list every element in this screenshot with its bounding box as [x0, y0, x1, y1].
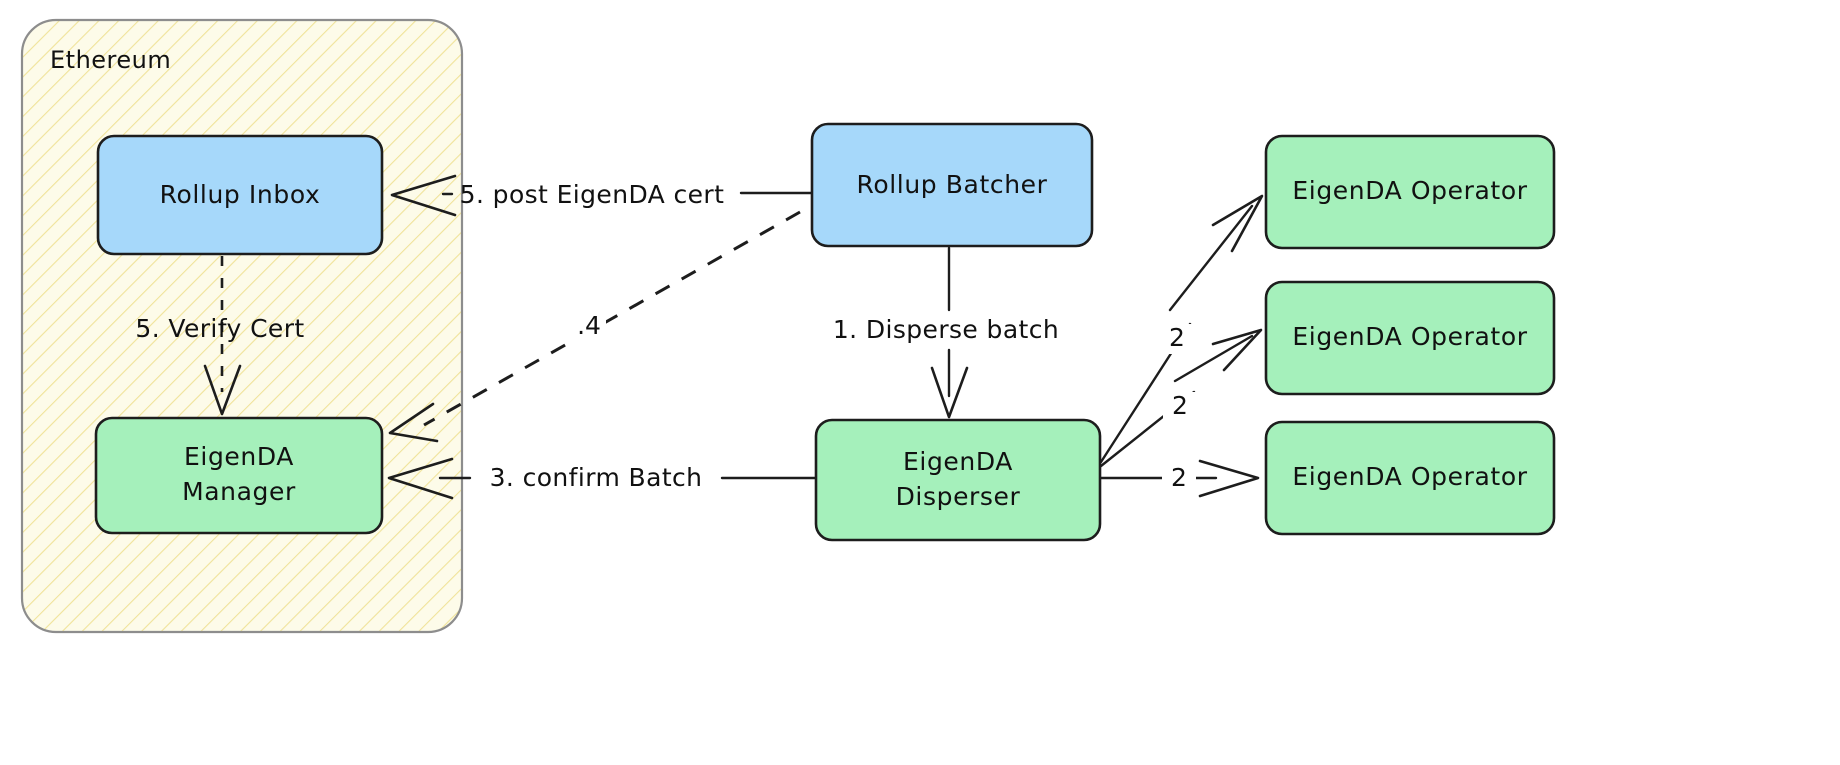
edge-step-4-line — [423, 210, 801, 427]
edge-store-operator-2: 2 — [1099, 328, 1263, 468]
edge-step-4-label: .4 — [577, 311, 601, 340]
node-eigenda-operator-3-shape[interactable] — [1264, 420, 1556, 536]
edge-disperse-batch-label: 1. Disperse batch — [833, 315, 1059, 344]
edge-confirm-batch-label-bg — [476, 463, 718, 493]
edge-store-operator-1-label-bg — [1160, 324, 1194, 354]
node-eigenda-operator-2-shape[interactable] — [1264, 280, 1556, 396]
node-eigenda-operator-1-label: EigenDA Operator — [1292, 176, 1527, 205]
node-eigenda-disperser-label-line2: Disperser — [896, 482, 1021, 511]
edge-store-operator-2-label-bg — [1163, 392, 1197, 422]
edge-disperse-batch-label-bg — [820, 315, 1078, 345]
node-eigenda-operator-1-shape[interactable] — [1264, 134, 1556, 250]
edge-post-eigenda-cert-label-bg — [480, 180, 706, 210]
edge-store-operator-3: 2 — [1099, 459, 1260, 498]
node-eigenda-operator-3-label: EigenDA Operator — [1292, 462, 1527, 491]
node-eigenda-manager-label-line2: Manager — [182, 477, 296, 506]
node-rollup-batcher-shape[interactable] — [810, 122, 1094, 248]
node-eigenda-operator-2-label: EigenDA Operator — [1292, 322, 1527, 351]
edge-store-operator-3-label-bg — [1162, 463, 1196, 493]
node-rollup-batcher[interactable]: Rollup Batcher — [810, 122, 1094, 248]
edge-disperse-batch-arrowhead — [930, 366, 969, 419]
edge-store-operator-1-line2 — [1168, 204, 1254, 312]
node-rollup-inbox-label: Rollup Inbox — [160, 180, 321, 209]
edge-store-operator-2-label: 2 — [1172, 391, 1188, 420]
node-eigenda-operator-1[interactable]: EigenDA Operator — [1264, 134, 1556, 250]
node-rollup-batcher-label: Rollup Batcher — [856, 170, 1047, 199]
node-eigenda-disperser-label-line1: EigenDA — [903, 447, 1013, 476]
edge-store-operator-2-line2 — [1173, 334, 1254, 383]
edge-store-operator-3-arrowhead — [1198, 459, 1260, 498]
edge-step-4-arrowhead — [388, 402, 439, 443]
node-eigenda-manager-shape[interactable] — [94, 416, 384, 535]
cluster-ethereum-label: Ethereum — [50, 46, 171, 74]
edge-confirm-batch: 3. confirm Batch — [387, 457, 818, 500]
edge-confirm-batch-arrowhead — [387, 457, 454, 500]
edge-verify-cert: 5. Verify Cert — [135, 256, 304, 416]
edge-store-operator-3-label: 2 — [1171, 463, 1187, 492]
node-eigenda-manager-label-line1: EigenDA — [184, 442, 294, 471]
node-eigenda-manager[interactable]: EigenDA Manager — [94, 416, 384, 535]
edge-post-eigenda-cert-arrowhead — [390, 174, 457, 217]
edge-post-eigenda-cert-label: 5. post EigenDA cert — [460, 180, 725, 209]
edge-store-operator-1-arrowhead — [1211, 194, 1264, 253]
edge-verify-cert-arrowhead — [203, 364, 242, 416]
edge-store-operator-1: 2 — [1099, 194, 1264, 464]
edge-store-operator-2-arrowhead — [1211, 328, 1263, 372]
edge-disperse-batch: 1. Disperse batch — [820, 246, 1078, 419]
edge-step-4: .4 — [388, 210, 801, 443]
node-eigenda-disperser[interactable]: EigenDA Disperser — [814, 418, 1102, 542]
edge-post-eigenda-cert: 5. post EigenDA cert — [390, 174, 814, 217]
edge-step-4-label-bg — [572, 312, 606, 342]
edge-confirm-batch-label: 3. confirm Batch — [490, 463, 703, 492]
node-rollup-inbox[interactable]: Rollup Inbox — [96, 134, 384, 256]
edge-store-operator-1-label: 2 — [1169, 323, 1185, 352]
node-eigenda-operator-2[interactable]: EigenDA Operator — [1264, 280, 1556, 396]
edge-verify-cert-label: 5. Verify Cert — [135, 314, 304, 343]
node-rollup-inbox-shape[interactable] — [96, 134, 384, 256]
node-eigenda-disperser-shape[interactable] — [814, 418, 1102, 542]
node-eigenda-operator-3[interactable]: EigenDA Operator — [1264, 420, 1556, 536]
